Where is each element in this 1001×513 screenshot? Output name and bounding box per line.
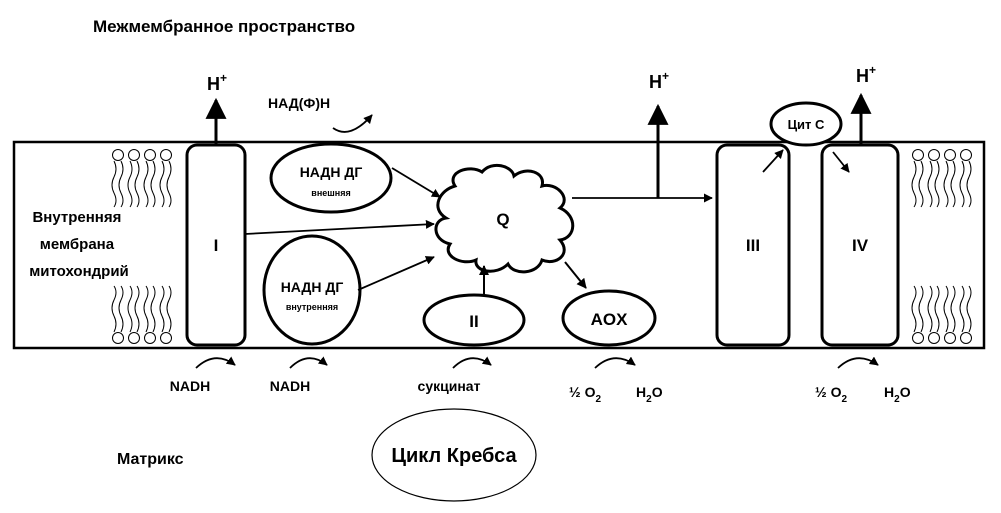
arrow-q-to-aox: [564, 261, 587, 289]
proton-label-iii: H+: [649, 69, 669, 92]
matrix-label: Матрикс: [117, 451, 184, 468]
nadh-dh-external-subtitle: внешняя: [311, 188, 350, 198]
complex-i-label: I: [214, 236, 219, 255]
h2o-iv-label: H2O: [884, 384, 911, 405]
nadh-dh-internal-subtitle: внутренняя: [286, 302, 338, 312]
lipid-bilayer-left-bottom: [111, 285, 172, 344]
nadh-label-2: NADH: [270, 378, 310, 394]
nadph-curved-arrow: [332, 114, 373, 133]
complex-iii-label: III: [746, 236, 760, 255]
h2o-aox-label: H2O: [636, 384, 663, 405]
aox-oxygen-curved-arrow: [594, 356, 636, 369]
complex-iv-oxygen-curved-arrow: [837, 356, 879, 369]
lipid-bilayer-left-top: [111, 149, 172, 208]
arrow-nadh-ext-to-q: [391, 167, 441, 198]
cytochrome-c: [769, 101, 843, 147]
krebs-cycle: [371, 408, 537, 502]
proton-label-iv: H+: [856, 63, 876, 86]
proton-label-i: H+: [207, 71, 227, 94]
lipid-bilayer-right-bottom: [911, 285, 972, 344]
nadh-curved-arrow-1: [195, 356, 236, 369]
complex-iii: [715, 143, 791, 347]
quinone-pool: [434, 163, 575, 274]
inner-membrane-label: Внутренняя мембрана митохондрий: [29, 209, 129, 280]
complex-ii-label: II: [469, 312, 478, 331]
cytochrome-c-label: Цит С: [788, 117, 825, 132]
aox-label: AOX: [591, 310, 629, 329]
arrow-nadh-int-to-q: [357, 256, 435, 291]
nadph-label: НАД(Ф)Н: [268, 95, 330, 111]
aox: [561, 289, 657, 347]
complex-ii: [422, 293, 526, 347]
intermembrane-space-label: Межмембранное пространство: [93, 17, 355, 36]
nadh-dh-external-title: НАДН ДГ: [300, 164, 363, 180]
lipid-bilayer-right-top: [911, 149, 972, 208]
nadh-dh-internal-title: НАДН ДГ: [281, 279, 344, 295]
krebs-cycle-label: Цикл Кребса: [391, 445, 517, 467]
complex-iv-label: IV: [852, 236, 869, 255]
succinate-label: сукцинат: [418, 378, 481, 394]
arrow-complex-iii-to-cytc: [762, 149, 784, 173]
succinate-curved-arrow: [452, 356, 492, 369]
half-o2-iv-label: ½ O2: [815, 384, 847, 405]
nadh-label-1: NADH: [170, 378, 210, 394]
nadh-dh-external: [269, 142, 393, 214]
quinone-label: Q: [496, 210, 509, 229]
arrow-cytc-to-complex-iv: [832, 151, 850, 173]
arrow-complex-i-to-q: [244, 219, 435, 235]
half-o2-aox-label: ½ O2: [569, 384, 601, 405]
nadh-curved-arrow-2: [289, 356, 328, 369]
